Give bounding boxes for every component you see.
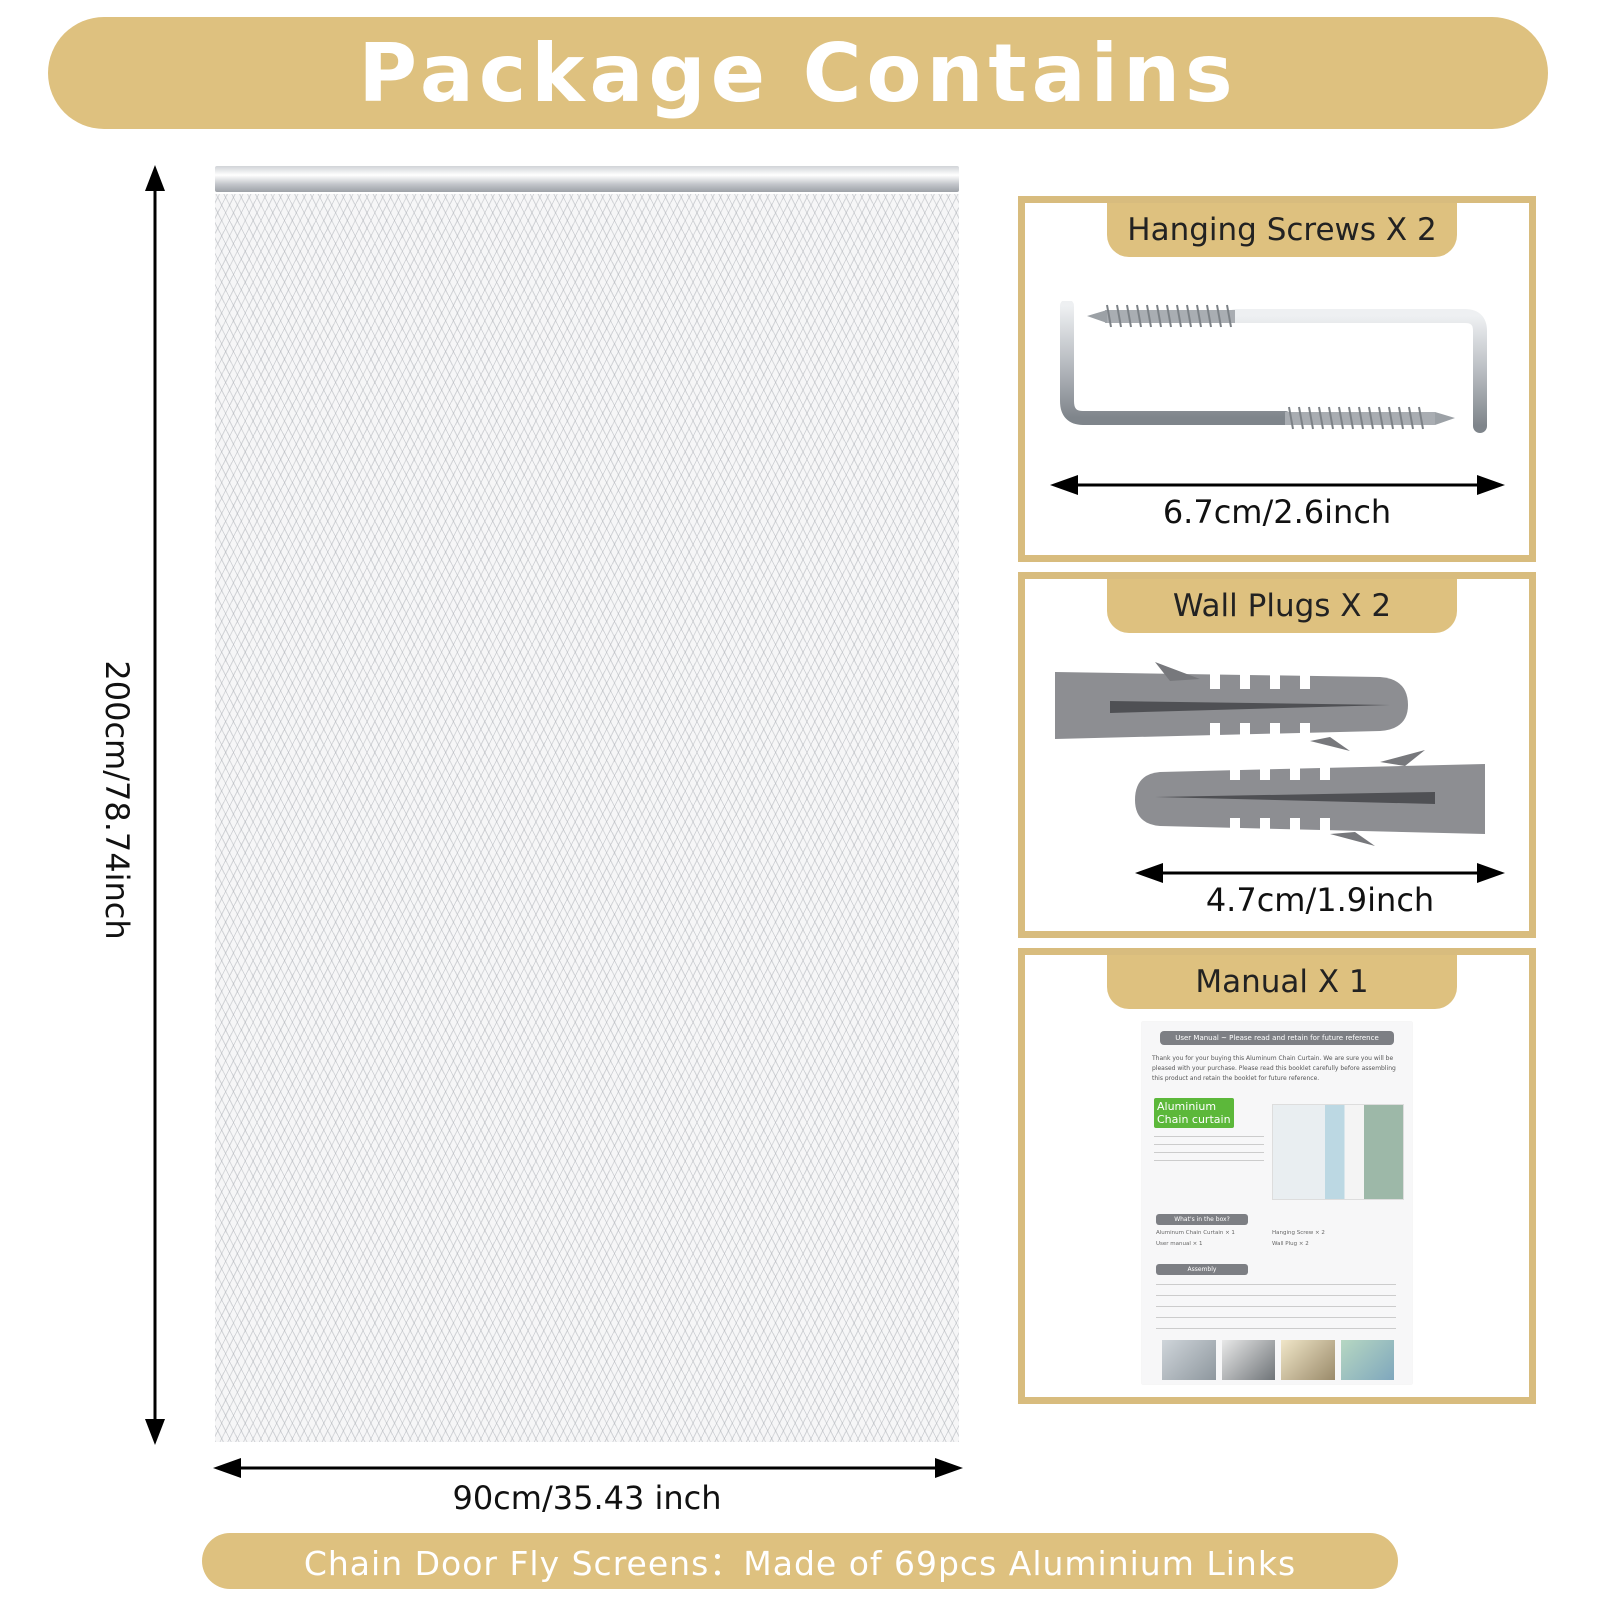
width-label: 90cm/35.43 inch <box>452 1479 722 1517</box>
height-arrow <box>145 165 165 1445</box>
screws-dimension-arrow <box>1050 475 1505 495</box>
height-label: 200cm/78.74inch <box>98 660 136 940</box>
manual-tag: Manual X 1 <box>1107 955 1457 1009</box>
manual-intro: Thank you for your buying this Aluminum … <box>1152 1055 1396 1082</box>
chain-curtain <box>215 194 959 1442</box>
manual-assembly-steps <box>1156 1280 1396 1335</box>
manual-box-item: Hanging Screw × 2 <box>1272 1230 1325 1236</box>
manual-curtain-photo <box>1272 1104 1404 1200</box>
curtain-rail <box>215 166 959 192</box>
manual-header: User Manual ~ Please read and retain for… <box>1160 1031 1394 1045</box>
screws-dimension-label: 6.7cm/2.6inch <box>1162 493 1392 531</box>
manual-box-title: What's in the box? <box>1156 1214 1248 1225</box>
manual-product-badge: Aluminium Chain curtain <box>1154 1098 1234 1128</box>
width-arrow <box>213 1458 963 1478</box>
plugs-dimension-label: 4.7cm/1.9inch <box>1205 881 1435 919</box>
wall-plugs-panel: Wall Plugs X 2 <box>1018 572 1536 938</box>
plugs-dimension-arrow <box>1135 863 1505 883</box>
wall-plugs-tag: Wall Plugs X 2 <box>1107 579 1457 633</box>
wall-plugs-icon <box>1055 662 1485 846</box>
hanging-screws-tag: Hanging Screws X 2 <box>1107 203 1457 257</box>
manual-assembly-photos <box>1162 1340 1394 1380</box>
title-banner: Package Contains <box>48 17 1548 129</box>
footer-banner: Chain Door Fly Screens：Made of 69pcs Alu… <box>202 1533 1398 1589</box>
hanging-screws-icon <box>1060 301 1487 433</box>
footer-text: Chain Door Fly Screens：Made of 69pcs Alu… <box>303 1544 1297 1583</box>
manual-box-item: Wall Plug × 2 <box>1272 1241 1309 1247</box>
manual-box-item: Aluminum Chain Curtain × 1 <box>1156 1230 1235 1236</box>
hanging-screws-panel: Hanging Screws X 2 <box>1018 196 1536 562</box>
manual-description <box>1154 1132 1264 1164</box>
manual-box-item: User manual × 1 <box>1156 1241 1203 1247</box>
user-manual-image: User Manual ~ Please read and retain for… <box>1142 1022 1412 1384</box>
manual-assembly-title: Assembly <box>1156 1264 1248 1275</box>
page-title: Package Contains <box>358 26 1238 120</box>
